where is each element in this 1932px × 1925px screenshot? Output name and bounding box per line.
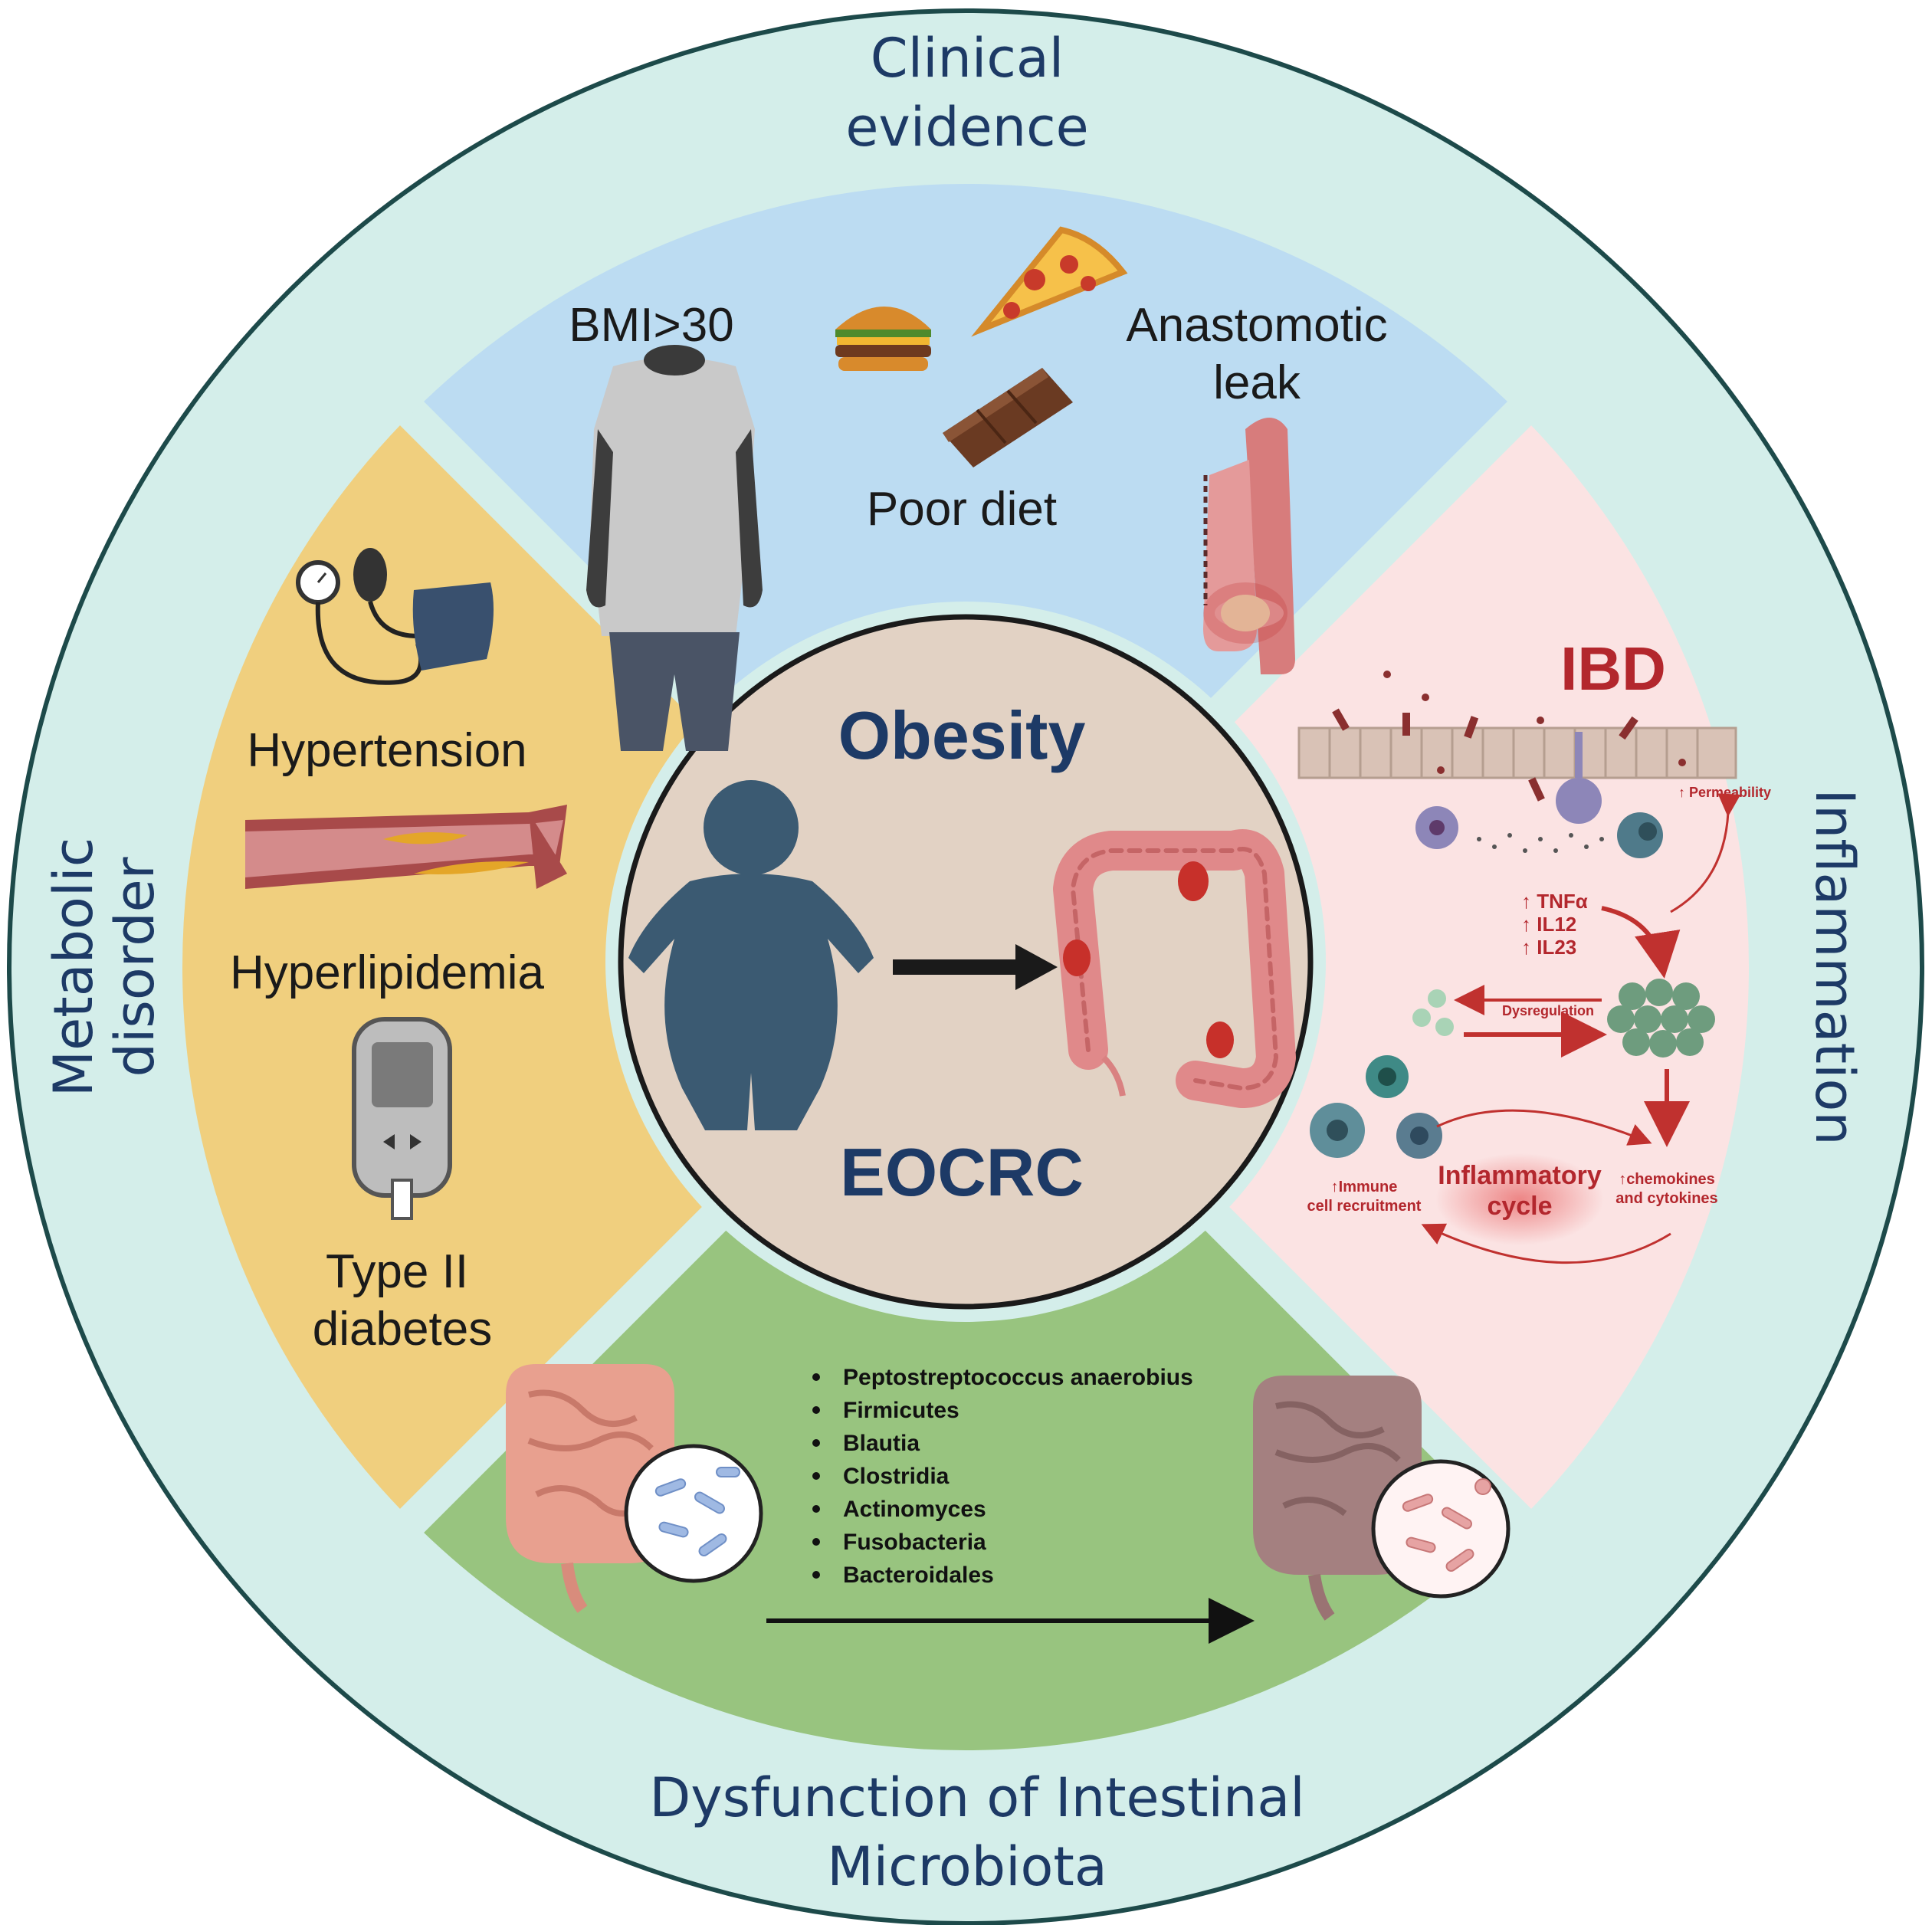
- cycle-arrow-top: [1436, 1109, 1652, 1146]
- bacteria-item: Firmicutes: [843, 1398, 959, 1423]
- inflammation-title: Inflammation: [1803, 789, 1866, 1145]
- pizza-icon: [971, 226, 1128, 337]
- type2-diabetes-label-1: Type II: [326, 1245, 468, 1298]
- metabolic-disorder-title-1: Metabolic: [42, 838, 105, 1097]
- microbiota-title-2: Microbiota: [827, 1835, 1107, 1898]
- bacteria-item: Peptostreptococcus anaerobius: [843, 1365, 1193, 1390]
- obesity-to-colon-arrow: [893, 944, 1058, 990]
- colon-tumor-icon: [1053, 829, 1296, 1108]
- il12-label: ↑ IL12: [1521, 913, 1576, 936]
- clinical-evidence-title-1: Clinical: [871, 27, 1064, 90]
- inflammatory-cycle-label-2: cycle: [1487, 1192, 1552, 1221]
- clinical-evidence-title-2: evidence: [845, 96, 1088, 159]
- type2-diabetes-label-2: diabetes: [313, 1303, 492, 1356]
- bacteria-list: Peptostreptococcus anaerobius Firmicutes…: [812, 1365, 1193, 1588]
- artery-plaque-icon: [245, 805, 567, 889]
- cycle-arrow-bottom: [1421, 1223, 1671, 1264]
- hyperlipidemia-label: Hyperlipidemia: [230, 946, 545, 999]
- chemokines-label-1: ↑chemokines: [1619, 1171, 1715, 1188]
- immune-recruitment-label-1: ↑Immune: [1331, 1179, 1398, 1195]
- burger-icon: [835, 307, 931, 371]
- dysbiotic-gut-icon: [1253, 1376, 1511, 1621]
- dendritic-cell-icon: [1415, 732, 1602, 849]
- tnf-label: ↑ TNFα: [1521, 890, 1588, 913]
- microbiota-title-1: Dysfunction of Intestinal: [649, 1766, 1304, 1829]
- obese-body-icon: [586, 345, 763, 751]
- epithelium-layer: [1297, 671, 1737, 802]
- t-cell-cluster-icon: [1607, 979, 1715, 1058]
- immune-recruitment-label-2: cell recruitment: [1307, 1198, 1422, 1215]
- anastomosis-icon: [1203, 418, 1295, 674]
- permeability-label: ↑ Permeability: [1678, 785, 1771, 800]
- anastomotic-leak-label-1: Anastomotic: [1126, 299, 1387, 352]
- anastomotic-leak-label-2: leak: [1213, 356, 1301, 409]
- metabolic-disorder-title-2: disorder: [103, 857, 166, 1077]
- obesity-title: Obesity: [838, 697, 1086, 773]
- bacteria-item: Bacteroidales: [843, 1563, 994, 1588]
- naive-t-cell-icon: [1412, 989, 1454, 1036]
- chocolate-icon: [943, 368, 1073, 467]
- ibd-label: IBD: [1560, 635, 1666, 703]
- obese-person-icon: [628, 780, 874, 1130]
- bacteria-item: Fusobacteria: [843, 1530, 986, 1555]
- hypertension-label: Hypertension: [247, 724, 526, 777]
- bmi-label: BMI>30: [569, 299, 733, 352]
- healthy-gut-icon: [506, 1364, 763, 1613]
- immune-cells-icon: [1310, 1055, 1442, 1159]
- chemokines-label-2: and cytokines: [1615, 1190, 1717, 1207]
- inflammatory-cycle-label-1: Inflammatory: [1438, 1161, 1602, 1190]
- poor-diet-label: Poor diet: [867, 483, 1057, 536]
- cytokine-dots: [1477, 833, 1604, 853]
- bacteria-item: Blautia: [843, 1431, 920, 1456]
- cytokine-arrow: [1601, 906, 1681, 979]
- dysregulation-label: Dysregulation: [1502, 1003, 1594, 1018]
- il23-label: ↑ IL23: [1521, 936, 1576, 959]
- inflammatory-cycle-glow: [1435, 1153, 1604, 1245]
- bacteria-item: Clostridia: [843, 1464, 950, 1489]
- permeability-arrow: [1670, 793, 1741, 913]
- bacteria-item: Actinomyces: [843, 1497, 986, 1522]
- eocrc-title: EOCRC: [840, 1134, 1084, 1210]
- glucometer-icon: [352, 1017, 452, 1220]
- macrophage-icon: [1617, 812, 1663, 858]
- blood-pressure-monitor-icon: [296, 548, 494, 685]
